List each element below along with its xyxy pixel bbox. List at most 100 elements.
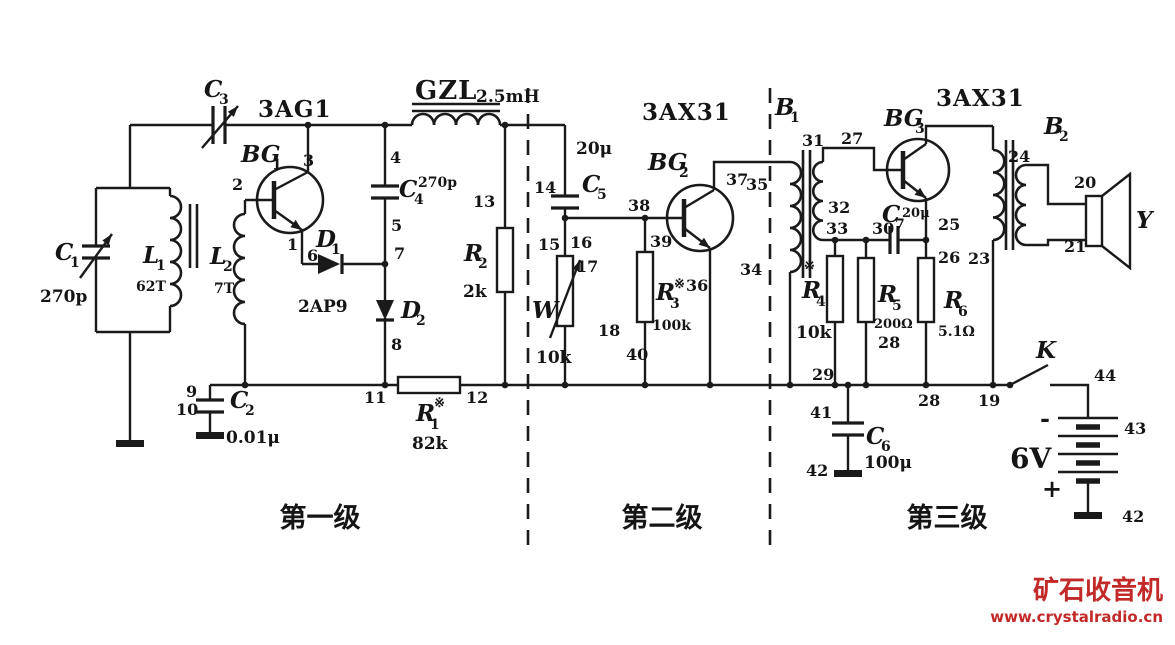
node-label-31: 31	[802, 131, 824, 150]
component-star-r4: ※	[804, 259, 815, 274]
node-label-42b: 42	[1122, 507, 1144, 526]
battery-short-plates	[1076, 424, 1100, 484]
component-value-c5: 20μ	[576, 139, 612, 159]
node-label-19: 19	[978, 391, 1000, 410]
component-label-y: Y	[1136, 207, 1155, 234]
transistor-bg3-body	[885, 137, 951, 203]
component-label-c7: C	[882, 201, 901, 228]
transformer-b1-primary	[789, 160, 803, 274]
node-label-15: 15	[538, 235, 560, 254]
component-sub-c5: 5	[597, 187, 607, 203]
node-label-11: 11	[364, 388, 386, 407]
speaker-cone	[1101, 171, 1132, 271]
component-sub-l1: 1	[156, 258, 166, 274]
resistor-r5-body	[856, 256, 876, 324]
component-label-r2: R	[463, 240, 483, 267]
node-label-41: 41	[810, 403, 832, 422]
speaker-magnet	[1084, 194, 1104, 248]
component-label-l1: L	[142, 242, 159, 269]
component-sub-r4: 4	[816, 294, 826, 310]
component-label-d2: D	[400, 297, 421, 324]
component-sub-c2: 2	[245, 403, 255, 419]
capacitor-c4-plates	[371, 184, 399, 200]
stage-2	[548, 146, 903, 385]
component-sub-b2: 2	[1059, 129, 1069, 145]
stage2-wires	[563, 146, 903, 385]
node-label-16: 16	[570, 233, 592, 252]
stage-1	[79, 102, 567, 447]
node-label-43: 43	[1124, 419, 1146, 438]
component-value-c6: 100μ	[864, 453, 912, 473]
stage-3	[825, 124, 1132, 519]
node-label-7: 7	[394, 244, 405, 263]
transformer-b1-core	[801, 150, 812, 278]
stage1-wires	[94, 123, 567, 440]
node-label-12: 12	[466, 388, 488, 407]
component-sub-r6: 6	[958, 304, 968, 320]
stage1-caption: 第一级	[280, 502, 361, 534]
node-label-13: 13	[473, 192, 495, 211]
node-label-3: 3	[303, 151, 314, 170]
component-value-r5: 200Ω	[874, 317, 913, 332]
watermark: 矿石收音机 www.crystalradio.cn	[990, 575, 1163, 626]
transformer-b2-secondary	[1014, 163, 1027, 247]
ground-symbol-tank	[116, 440, 144, 447]
node-label-35: 35	[746, 175, 768, 194]
core-gzl	[412, 102, 500, 113]
capacitor-c6-plates	[832, 421, 864, 437]
watermark-url: www.crystalradio.cn	[990, 608, 1163, 626]
transistor-bg2-body	[665, 183, 735, 253]
component-star-r1: ※	[434, 396, 445, 411]
node-label-30: 30	[872, 219, 894, 238]
component-sub-r5: 5	[892, 298, 902, 314]
component-value-l1: 62T	[136, 279, 166, 295]
component-sub-r2: 2	[478, 256, 488, 272]
coil-l1	[169, 194, 183, 308]
component-sub-d1: 1	[331, 242, 341, 258]
core-l1-l2	[188, 204, 199, 268]
capacitor-c1-arrowhead	[102, 234, 112, 246]
component-label-r1: R	[415, 400, 435, 427]
component-label-r3: R	[655, 279, 675, 306]
battery-voltage-label: 6V	[1010, 442, 1052, 475]
component-label-c3: C	[204, 76, 223, 103]
node-label-14: 14	[534, 178, 556, 197]
transistor-bg1-leads	[273, 170, 309, 231]
component-value-d1: 2AP9	[298, 297, 348, 317]
ground-symbol-c6	[834, 470, 862, 477]
node-label-37: 37	[726, 170, 748, 189]
component-label-c6: C	[866, 423, 885, 450]
component-label-c4: C	[399, 176, 418, 203]
resistor-r6-body	[916, 256, 936, 324]
node-label-32: 32	[828, 198, 850, 217]
component-sub-c7: 7	[895, 217, 905, 233]
component-value-c2: 0.01μ	[226, 428, 280, 448]
node-label-21: 21	[1064, 237, 1086, 256]
component-label-w: W	[532, 297, 560, 324]
component-label-r4: R	[801, 277, 821, 304]
transistor-type-bg1: 3AG1	[258, 96, 332, 123]
component-value-gzl: 2.5mH	[476, 87, 540, 107]
component-value-r1: 82k	[412, 434, 449, 454]
node-label-33: 33	[826, 219, 848, 238]
component-sub-bg3: 3	[915, 121, 925, 137]
node-label-27: 27	[841, 129, 863, 148]
node-label-17: 17	[576, 257, 598, 276]
node-label-44: 44	[1094, 366, 1116, 385]
component-label-k: K	[1035, 337, 1057, 364]
node-label-23: 23	[968, 249, 990, 268]
component-sub-r3: 3	[670, 296, 680, 312]
battery-plus-sign: +	[1042, 474, 1062, 503]
component-sub-bg2: 2	[679, 165, 689, 181]
diode-d2-triangle	[376, 300, 394, 320]
component-value-r4: 10k	[796, 323, 833, 343]
component-value-l2: 7T	[214, 281, 235, 297]
component-sub-l2: 2	[223, 259, 233, 275]
capacitor-c5-plates	[551, 194, 579, 210]
junction-dots	[241, 121, 1014, 389]
transistor-type-bg2: 3AX31	[642, 99, 731, 126]
node-label-34: 34	[740, 260, 762, 279]
component-label-gzl: GZL	[415, 76, 477, 106]
